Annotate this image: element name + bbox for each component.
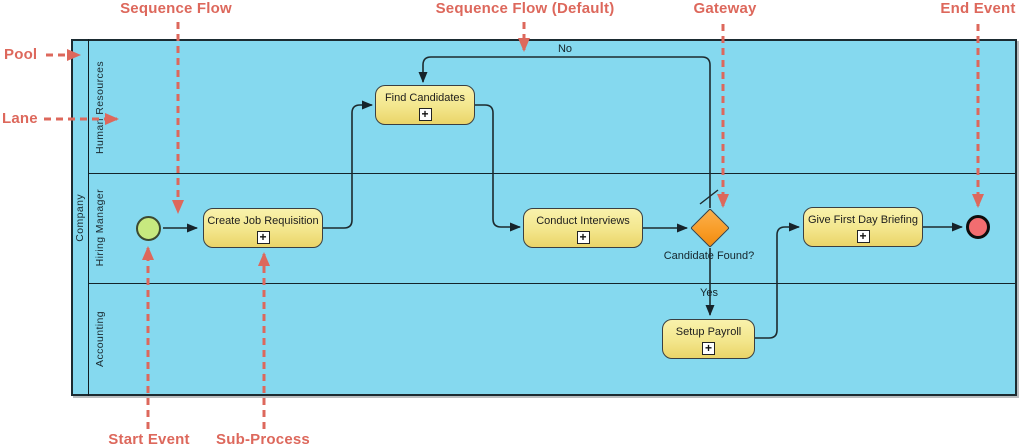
annotation-lane: Lane bbox=[2, 110, 38, 127]
lane-hiring-manager: Hiring Manager bbox=[89, 173, 111, 283]
subprocess-plus-icon: + bbox=[256, 231, 270, 244]
lane-name-label: Accounting bbox=[94, 311, 106, 367]
task-give-first-day-briefing: Give First Day Briefing + bbox=[803, 207, 923, 247]
pool-name-label: Company bbox=[73, 193, 86, 242]
annotation-sequence-flow-default: Sequence Flow (Default) bbox=[435, 0, 615, 17]
annotation-end-event: End Event bbox=[940, 0, 1016, 17]
subprocess-plus-icon: + bbox=[576, 231, 590, 244]
task-create-job-requisition: Create Job Requisition + bbox=[203, 208, 323, 248]
task-label: Conduct Interviews bbox=[536, 215, 630, 227]
lane-divider bbox=[89, 283, 1015, 284]
flow-label-yes: Yes bbox=[700, 287, 718, 299]
end-event-circle bbox=[966, 215, 990, 239]
task-conduct-interviews: Conduct Interviews + bbox=[523, 208, 643, 248]
task-find-candidates: Find Candidates + bbox=[375, 85, 475, 125]
task-label: Create Job Requisition bbox=[207, 215, 319, 227]
subprocess-plus-icon: + bbox=[418, 108, 432, 121]
gateway-label: Candidate Found? bbox=[663, 250, 755, 262]
lane-name-label: Hiring Manager bbox=[94, 189, 106, 267]
annotation-gateway: Gateway bbox=[693, 0, 757, 17]
subprocess-plus-icon: + bbox=[856, 230, 870, 243]
flow-label-no: No bbox=[557, 43, 573, 55]
task-label: Setup Payroll bbox=[675, 326, 742, 338]
pool-header: Company bbox=[71, 39, 89, 396]
annotation-pool: Pool bbox=[4, 46, 38, 63]
task-label: Give First Day Briefing bbox=[807, 214, 919, 226]
task-setup-payroll: Setup Payroll + bbox=[662, 319, 755, 359]
subprocess-plus-icon: + bbox=[702, 342, 715, 355]
annotation-sequence-flow: Sequence Flow bbox=[120, 0, 232, 17]
lane-name-label: Human Resources bbox=[94, 60, 106, 154]
lane-human-resources: Human Resources bbox=[89, 41, 111, 173]
start-event-circle bbox=[136, 216, 161, 241]
lane-divider bbox=[89, 173, 1015, 174]
lane-accounting: Accounting bbox=[89, 283, 111, 395]
annotation-start-event: Start Event bbox=[108, 431, 190, 448]
task-label: Find Candidates bbox=[384, 92, 466, 104]
annotation-sub-process: Sub-Process bbox=[216, 431, 310, 448]
